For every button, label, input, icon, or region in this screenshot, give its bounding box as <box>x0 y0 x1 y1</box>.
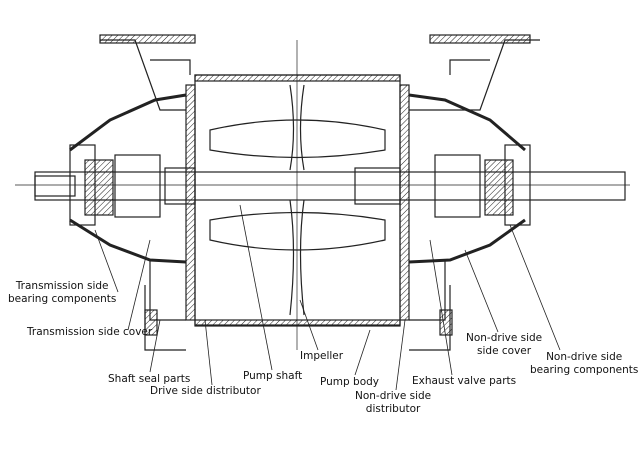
label-line: Transmission side <box>15 280 109 292</box>
left-inlet <box>100 39 191 111</box>
label-non-drive-side-cover: Non-drive side side cover <box>466 332 542 358</box>
impeller-lower <box>209 211 386 251</box>
label-impeller: Impeller <box>300 350 344 362</box>
label-line: bearing components <box>530 364 639 376</box>
hub-right <box>354 167 401 205</box>
label-line: Non-drive side <box>546 351 623 363</box>
label-non-drive-side-bearing-components: Non-drive side bearing components <box>530 351 638 377</box>
label-exhaust-valve-parts: Exhaust valve parts <box>412 375 517 387</box>
pump-shaft <box>34 171 626 201</box>
label-shaft-seal-parts: Shaft seal parts <box>108 373 191 385</box>
impeller-upper <box>209 119 386 159</box>
shaft-seal <box>114 154 161 218</box>
label-drive-side-distributor: Drive side distributor <box>150 385 261 397</box>
shaft-key <box>34 175 76 197</box>
leader-lines <box>94 204 561 391</box>
label-line: distributor <box>365 403 421 415</box>
label-transmission-side-cover: Transmission side cover <box>27 326 153 338</box>
label-transmission-side-bearing-components: Transmission side bearing components <box>8 280 116 306</box>
label-line: Non-drive side <box>355 390 432 402</box>
right-inlet <box>409 39 540 111</box>
label-line: side cover <box>477 345 532 357</box>
drive-side-distributor <box>185 84 196 321</box>
label-pump-body: Pump body <box>320 376 380 388</box>
non-drive-side-distributor <box>399 84 410 321</box>
label-non-drive-side-distributor: Non-drive side distributor <box>355 390 431 416</box>
label-line: Non-drive side <box>466 332 543 344</box>
label-line: bearing components <box>8 293 117 305</box>
label-pump-shaft: Pump shaft <box>243 370 303 382</box>
